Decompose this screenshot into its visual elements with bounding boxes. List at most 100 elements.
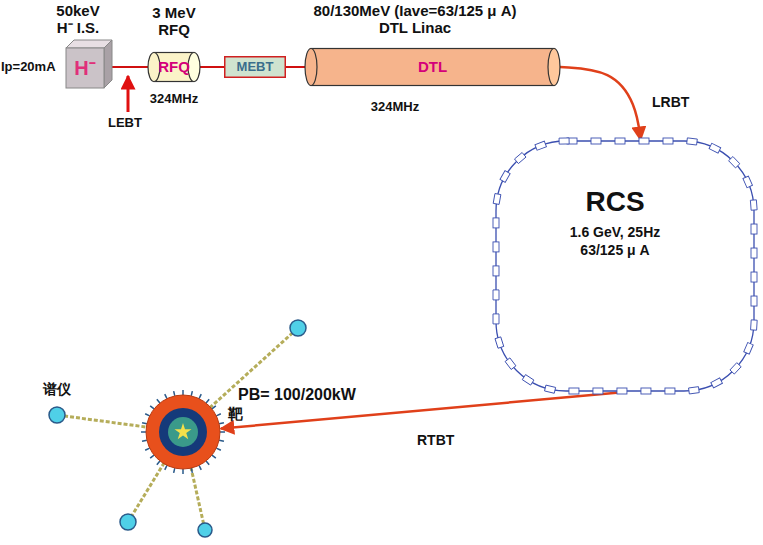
shield-tick	[212, 455, 216, 458]
magnet-symbol	[493, 290, 499, 300]
target-core	[168, 417, 198, 447]
lrbt-transport-line	[560, 67, 641, 140]
transport-line-label: RTBT	[415, 432, 456, 448]
magnet-symbol	[495, 337, 504, 348]
magnet-symbol	[751, 248, 757, 258]
magnet-symbol	[687, 138, 698, 145]
magnet-symbol	[743, 176, 753, 188]
shield-tick	[206, 461, 209, 465]
energy-heading: 3 MeV RFQ	[144, 4, 204, 39]
magnet-symbol	[751, 320, 758, 330]
current-label: Ip=20mA	[1, 60, 56, 75]
instrument-lines	[128, 328, 298, 530]
ion-source-box: 50keV H⁻ I.S.H⁻	[66, 40, 112, 88]
shield-tick	[216, 414, 221, 416]
magnet-symbol	[522, 375, 534, 386]
magnet-symbol	[689, 387, 700, 394]
instrument-circle	[120, 514, 136, 530]
mebt-box: MEBT	[224, 56, 286, 78]
shield-tick	[145, 448, 150, 450]
shield-tick	[141, 431, 146, 433]
shield-tick	[212, 406, 216, 409]
target-label: 靶	[228, 405, 243, 422]
shield-tick	[165, 465, 167, 470]
magnet-symbol	[493, 314, 499, 324]
ring-name: RCS	[585, 186, 644, 218]
magnet-symbol	[505, 358, 516, 370]
shield-tick	[145, 414, 150, 416]
magnet-symbol	[751, 224, 757, 234]
target-vessel	[159, 408, 207, 456]
ring-parameters: 1.6 GeV, 25Hz	[570, 224, 661, 240]
magnet-symbol	[591, 138, 601, 144]
shield-tick	[206, 399, 209, 403]
shield-tick	[157, 461, 160, 465]
target-star	[174, 423, 191, 439]
shield-tick	[150, 406, 154, 409]
magnet-symbol	[665, 388, 675, 394]
magnet-symbol	[514, 153, 526, 164]
frequency-label: 324MHz	[136, 92, 212, 107]
rfq-label: RFQ	[158, 58, 190, 75]
spectrometer-circle: 谱仪	[49, 407, 65, 423]
beam-line	[286, 66, 305, 68]
shield-tick	[219, 440, 224, 441]
instrument-circle	[290, 320, 306, 336]
rcs-ring: RCS 1.6 GeV, 25Hz 63/125 μ A	[495, 140, 755, 392]
transport-line-label: LRBT	[650, 94, 691, 110]
magnet-symbol	[569, 388, 579, 394]
shield-tick	[142, 440, 147, 441]
source-side-face	[104, 40, 112, 88]
energy-heading: 50keV H⁻ I.S.	[50, 2, 106, 37]
shield-tick	[219, 423, 224, 424]
shield-tick	[191, 468, 192, 473]
shield-tick	[216, 448, 221, 450]
lebt-arrow	[127, 76, 130, 112]
spectrometer-label: 谱仪	[35, 381, 79, 397]
magnet-symbol	[493, 242, 499, 252]
magnet-symbol	[535, 141, 546, 150]
cylinder-body	[154, 53, 194, 82]
mebt-label: MEBT	[237, 60, 274, 75]
magnet-symbol	[729, 157, 740, 168]
magnet-symbol	[639, 138, 649, 144]
beam-line	[112, 66, 148, 68]
magnet-symbol	[493, 194, 501, 205]
cylinder-cap	[548, 49, 560, 86]
dtl-label: DTL	[418, 58, 447, 75]
lebt-label: LEBT	[108, 116, 142, 131]
shield-tick	[220, 431, 225, 433]
shield-tick	[182, 469, 184, 474]
beam-line	[200, 66, 224, 68]
ring-current: 63/125 μ A	[580, 242, 649, 258]
shield-tick	[157, 399, 160, 403]
shield-tick	[142, 423, 147, 424]
ring-beamline	[496, 141, 754, 391]
magnet-symbol	[750, 200, 757, 210]
shield-tick	[174, 391, 175, 396]
magnet-symbol	[663, 138, 673, 144]
shield-tick	[199, 465, 201, 470]
target-shield	[146, 395, 220, 469]
source-front-face	[66, 48, 104, 88]
magnet-symbol	[711, 378, 723, 388]
target-circle: 靶	[145, 394, 221, 470]
spectrometer-circle-outline	[49, 407, 65, 423]
magnet-symbol	[593, 388, 603, 394]
magnet-symbol	[493, 218, 499, 228]
shield-tick	[174, 468, 175, 473]
shield-tick	[165, 394, 167, 399]
instruments	[120, 320, 306, 537]
magnet-symbol	[730, 363, 741, 374]
beam-power-label: PB= 100/200kW	[238, 386, 356, 404]
shield-tick	[182, 390, 184, 395]
cylinder-cap	[305, 49, 317, 86]
magnet-symbol	[751, 296, 757, 306]
magnet-symbol	[500, 171, 510, 183]
magnet-symbol	[641, 388, 651, 394]
ion-symbol: H⁻	[74, 57, 95, 80]
linac-heading: 80/130MeV (Iave=63/125 μ A) DTL Linac	[301, 2, 529, 37]
shield-tick	[199, 394, 201, 399]
target-circle-outline	[145, 394, 221, 470]
